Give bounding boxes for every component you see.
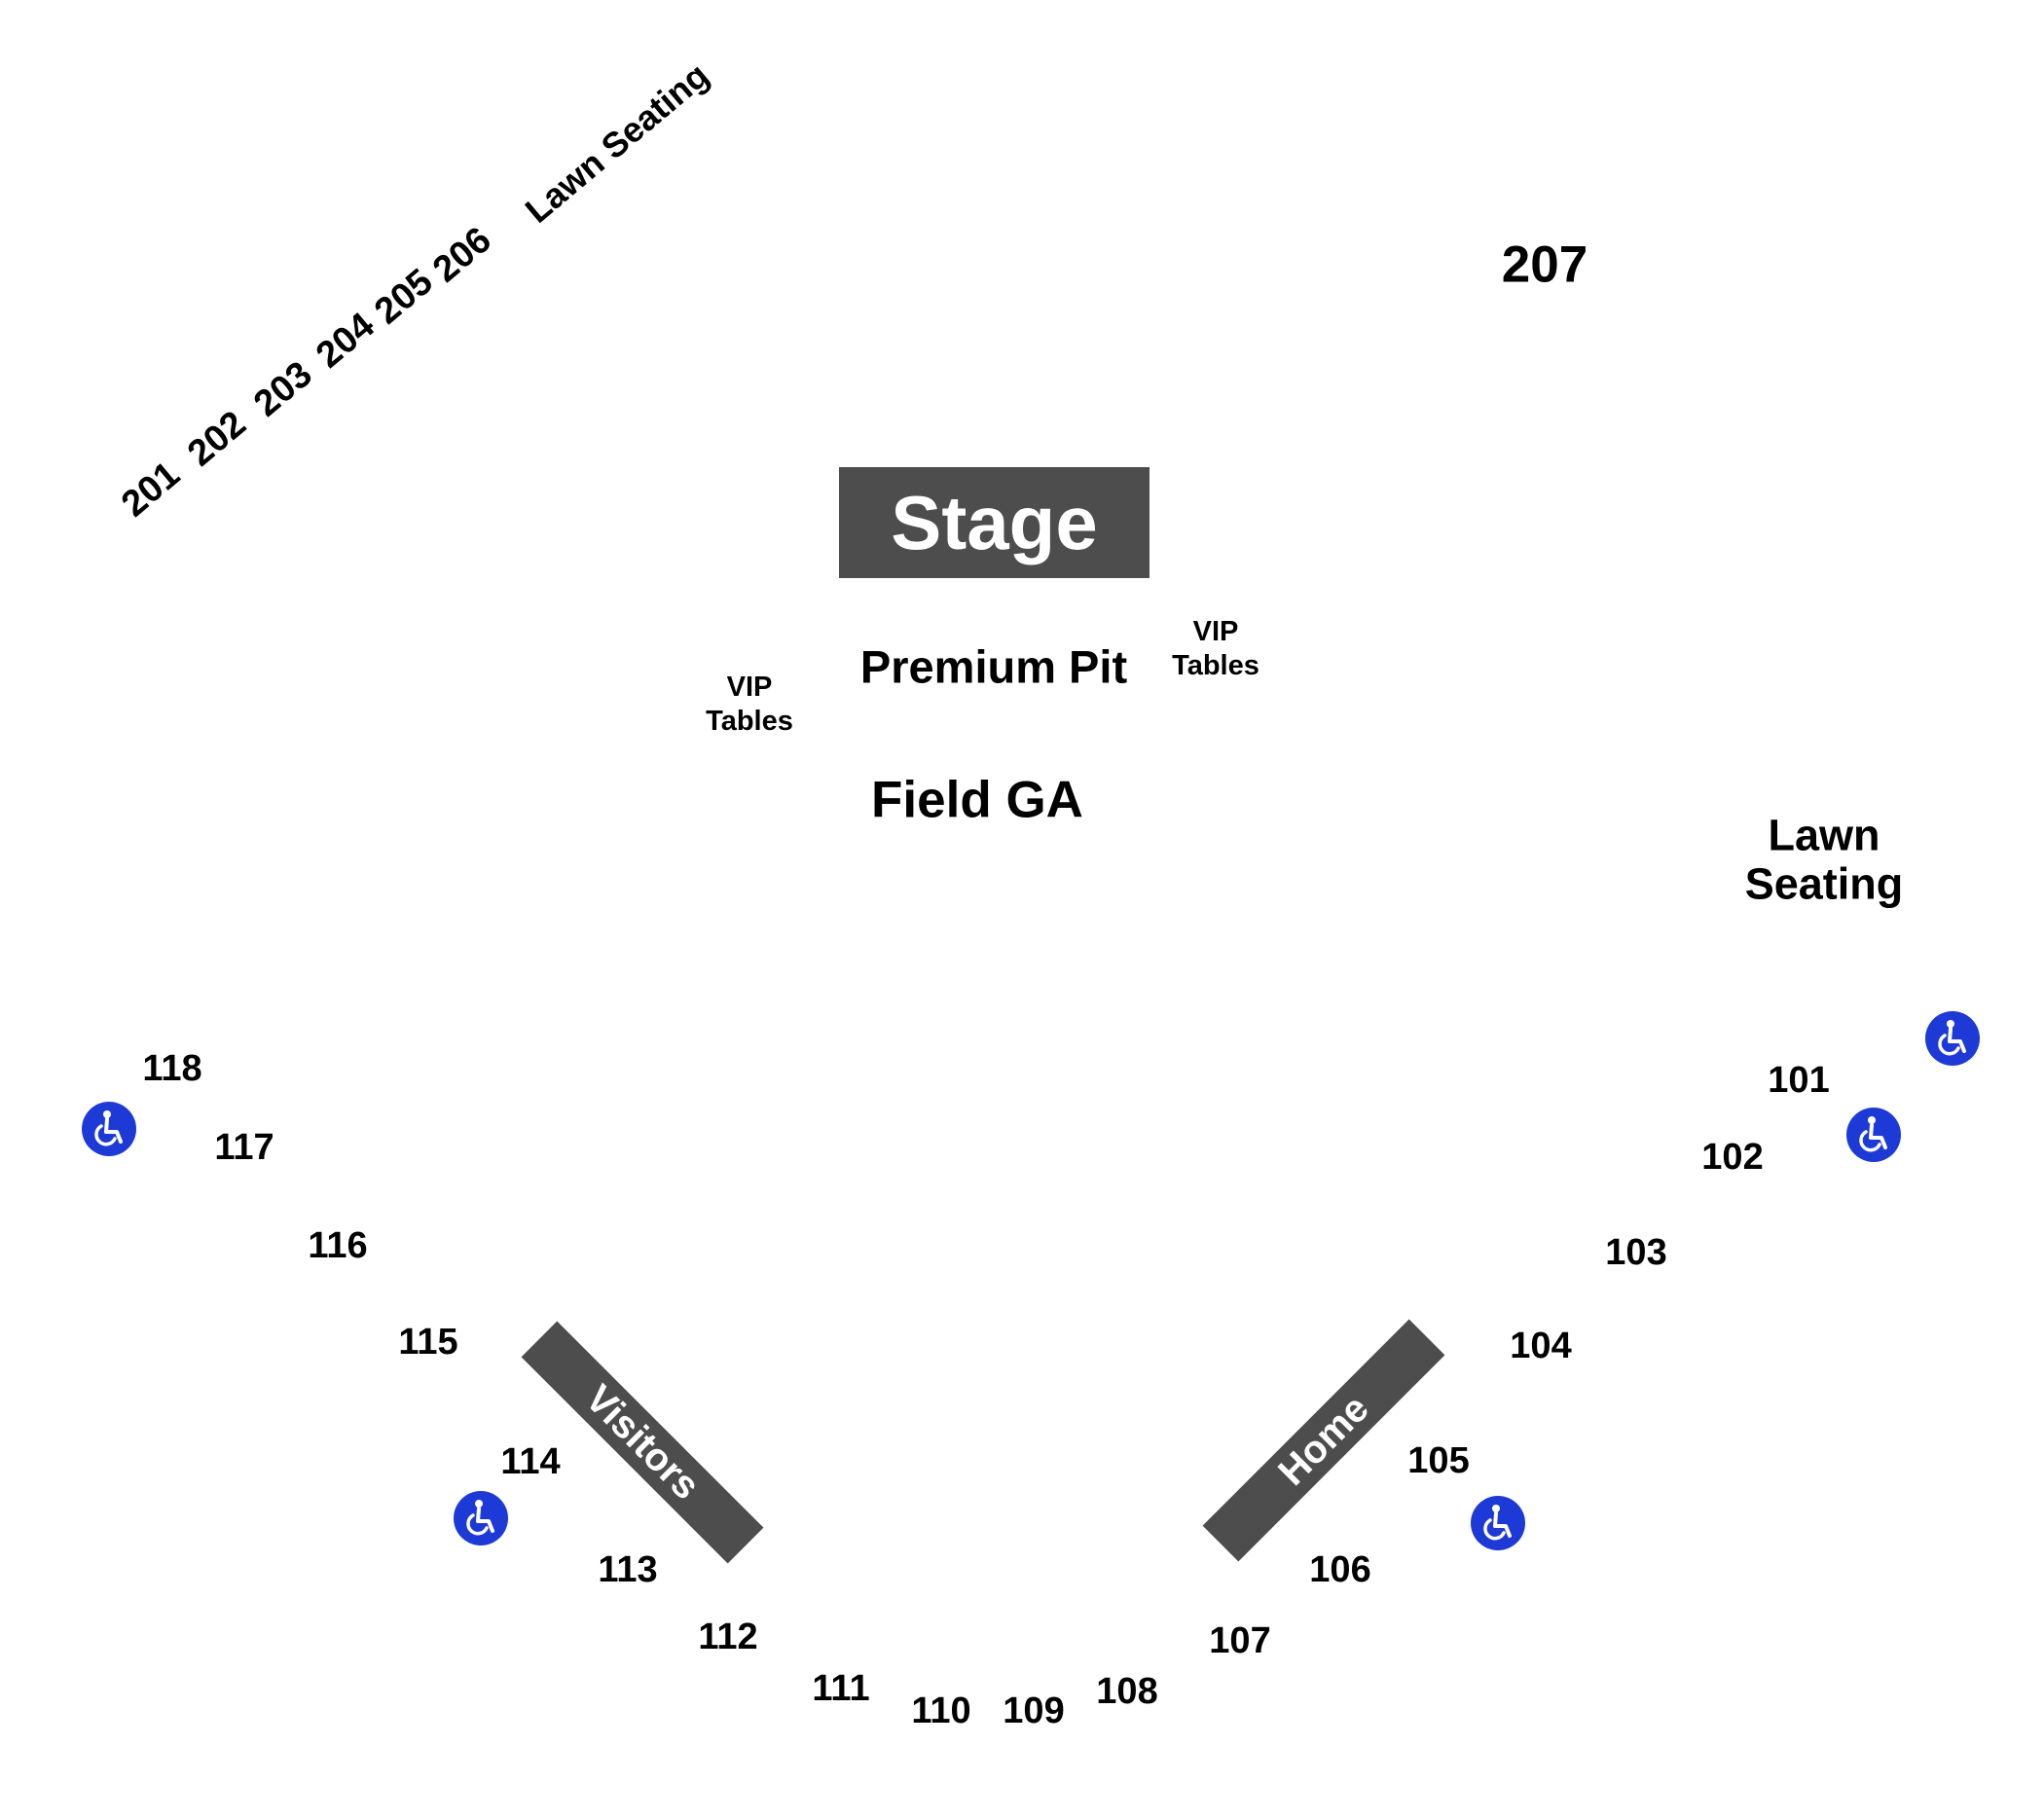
section-112[interactable]: 112 [698, 1617, 758, 1657]
lawn-seating-right-line1: Lawn [1768, 810, 1880, 860]
section-104[interactable]: 104 [1510, 1326, 1572, 1366]
vip-tables-right[interactable]: VIP Tables [1172, 615, 1259, 683]
section-114[interactable]: 114 [500, 1441, 561, 1482]
wheelchair-accessible-icon [1471, 1496, 1525, 1550]
vip-tables-right-line1: VIP [1192, 616, 1239, 648]
section-207[interactable]: 207 [1501, 236, 1588, 294]
section-110[interactable]: 110 [911, 1691, 971, 1731]
stage[interactable]: Stage [839, 467, 1150, 578]
section-205[interactable]: 205 [367, 261, 441, 333]
vip-tables-left-line1: VIP [726, 672, 773, 704]
premium-pit[interactable]: Premium Pit [859, 640, 1128, 693]
home-bench-label: Home [1270, 1387, 1377, 1494]
section-116[interactable]: 116 [308, 1225, 368, 1266]
section-118[interactable]: 118 [142, 1048, 202, 1089]
section-201[interactable]: 201 [114, 454, 188, 526]
section-101[interactable]: 101 [1768, 1060, 1830, 1101]
section-117[interactable]: 117 [214, 1127, 274, 1168]
lawn-seating-right-line2: Seating [1744, 858, 1904, 908]
section-105[interactable]: 105 [1407, 1440, 1470, 1481]
wheelchair-accessible-icon [1846, 1108, 1901, 1162]
stage-label: Stage [891, 479, 1098, 565]
lawn-seating-right[interactable]: Lawn Seating [1744, 810, 1904, 908]
section-108[interactable]: 108 [1096, 1671, 1158, 1712]
section-202[interactable]: 202 [180, 403, 254, 475]
wheelchair-accessible-icon [82, 1102, 136, 1156]
wheelchair-accessible-icon [454, 1491, 508, 1545]
section-204[interactable]: 204 [309, 305, 383, 377]
field-ga[interactable]: Field GA [871, 771, 1083, 829]
visitors-bench-label: Visitors [576, 1376, 709, 1509]
wheelchair-accessible-icon [1925, 1011, 1980, 1066]
section-113[interactable]: 113 [598, 1549, 658, 1590]
section-115[interactable]: 115 [398, 1322, 458, 1363]
section-103[interactable]: 103 [1605, 1232, 1667, 1273]
lawn-seating-left[interactable]: Lawn Seating [517, 55, 716, 231]
vip-tables-left[interactable]: VIP Tables [706, 671, 793, 739]
section-111[interactable]: 111 [812, 1668, 870, 1709]
section-102[interactable]: 102 [1701, 1137, 1764, 1178]
section-109[interactable]: 109 [1003, 1691, 1065, 1731]
section-106[interactable]: 106 [1309, 1549, 1371, 1590]
vip-tables-left-line2: Tables [706, 706, 793, 737]
vip-tables-right-line2: Tables [1172, 650, 1259, 681]
section-107[interactable]: 107 [1209, 1620, 1271, 1661]
section-203[interactable]: 203 [246, 353, 320, 425]
section-206[interactable]: 206 [425, 219, 499, 291]
